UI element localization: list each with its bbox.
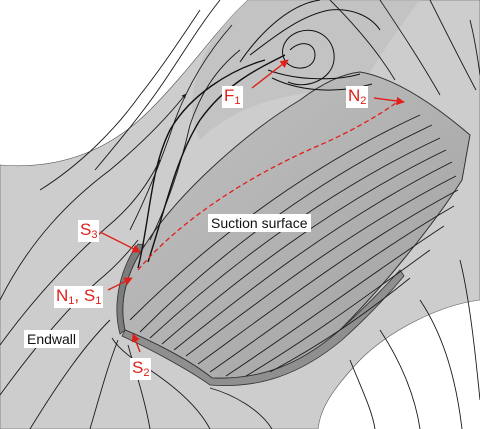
label-n2: N2	[346, 86, 369, 108]
label-s3: S3	[78, 220, 100, 242]
n2-arrow	[373, 96, 405, 106]
label-f1: F1	[222, 86, 243, 108]
s2-arrow	[131, 333, 141, 353]
label-endwall: Endwall	[24, 330, 80, 348]
s3-arrow	[99, 231, 141, 253]
label-n1-s1: N1, S1	[54, 286, 104, 308]
label-suction-surface: Suction surface	[208, 214, 311, 232]
blade-edge-face	[121, 269, 405, 387]
upper-shaded-region	[192, 0, 420, 140]
blade-leading-edge	[116, 243, 146, 335]
label-s2: S2	[130, 358, 152, 380]
n1s1-arrow	[107, 277, 133, 291]
blade-streamlines	[129, 114, 459, 377]
f1-arrow	[251, 59, 289, 89]
endwall-streamlines	[0, 0, 273, 429]
separation-lines	[137, 54, 286, 269]
suction-separation-line	[137, 99, 401, 271]
annotation-arrows	[99, 59, 405, 353]
